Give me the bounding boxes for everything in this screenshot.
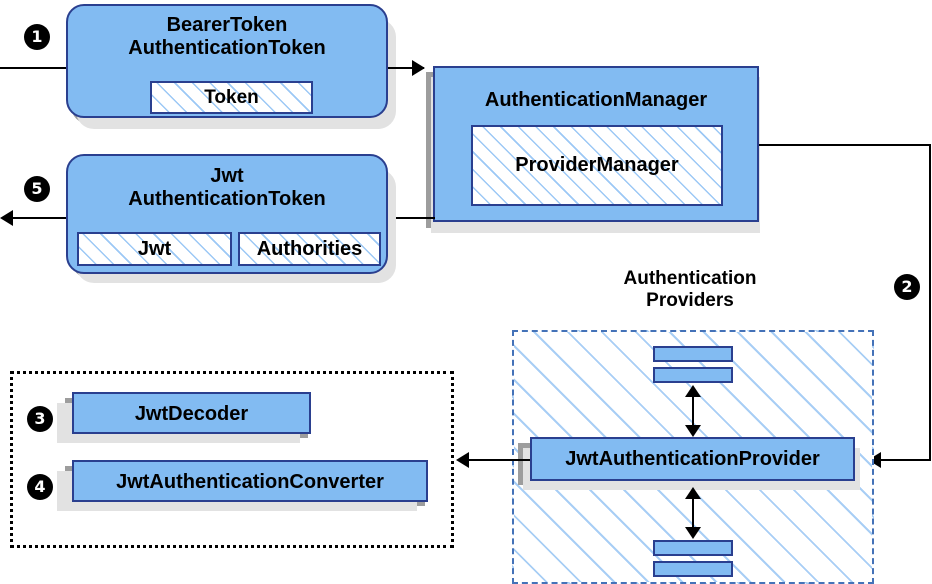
provider-to-components-arrowhead — [456, 452, 469, 468]
jwt-token-slot-jwt[interactable]: Jwt — [77, 232, 232, 266]
bearer-token-slot-token[interactable]: Token — [150, 81, 313, 114]
providers-label-line1: Authentication — [623, 268, 757, 289]
jwt-provider-title: JwtAuthenticationProvider — [565, 448, 820, 470]
bearer-to-manager-line — [388, 67, 424, 69]
provider-arrow-bottom-down-head — [685, 527, 701, 539]
bearer-token-title-line1: BearerToken — [166, 14, 288, 36]
output-response-arrowhead — [0, 210, 13, 226]
provider-arrow-top-down-head — [685, 425, 701, 437]
bearer-token-title-line2: AuthenticationToken — [128, 37, 326, 59]
provider-arrow-bottom-up-head — [685, 487, 701, 499]
jwt-token-title-line2: AuthenticationToken — [128, 188, 326, 210]
provider-bar-bottom-2 — [653, 561, 733, 577]
jwt-decoder-node[interactable]: JwtDecoder — [72, 392, 311, 434]
step-marker-5: 5 — [24, 176, 50, 202]
manager-out-line-top — [759, 144, 931, 146]
provider-bar-bottom-1 — [653, 540, 733, 556]
provider-bar-top-1 — [653, 346, 733, 362]
authentication-manager-node[interactable]: AuthenticationManager ProviderManager — [433, 66, 759, 222]
jwt-authentication-converter-node[interactable]: JwtAuthenticationConverter — [72, 460, 428, 502]
jwt-authentication-token-node[interactable]: Jwt AuthenticationToken Jwt Authorities — [66, 154, 388, 274]
auth-manager-slot-provider-manager[interactable]: ProviderManager — [471, 125, 723, 206]
provider-to-components-line — [468, 459, 530, 461]
step-marker-4: 4 — [27, 474, 53, 500]
jwt-token-slot-authorities[interactable]: Authorities — [238, 232, 381, 266]
manager-out-line-vertical — [929, 144, 931, 460]
jwt-components-region — [10, 371, 454, 548]
step-marker-2: 2 — [894, 274, 920, 300]
step-marker-3: 3 — [27, 406, 53, 432]
provider-arrow-top-up-head — [685, 385, 701, 397]
providers-label-line2: Providers — [646, 289, 734, 311]
output-response-line — [12, 217, 70, 219]
auth-manager-title: AuthenticationManager — [484, 89, 708, 111]
bearer-to-manager-arrowhead — [412, 60, 425, 76]
provider-arrow-bottom-shaft — [692, 492, 694, 534]
jwt-token-title-line1: Jwt — [210, 165, 244, 187]
provider-arrow-top-shaft — [692, 390, 694, 432]
jwt-decoder-title: JwtDecoder — [134, 403, 249, 425]
authentication-providers-label: Authentication Providers — [512, 268, 868, 312]
input-request-line — [0, 67, 70, 69]
bearer-token-authentication-token-node[interactable]: BearerToken AuthenticationToken Token — [66, 4, 388, 118]
jwt-converter-title: JwtAuthenticationConverter — [116, 471, 384, 493]
provider-bar-top-2 — [653, 367, 733, 383]
jwt-authentication-provider-node[interactable]: JwtAuthenticationProvider — [530, 437, 855, 481]
step-marker-1: 1 — [24, 24, 50, 50]
manager-to-jwt-token-line — [388, 217, 435, 219]
manager-out-line-bottom — [880, 459, 931, 461]
